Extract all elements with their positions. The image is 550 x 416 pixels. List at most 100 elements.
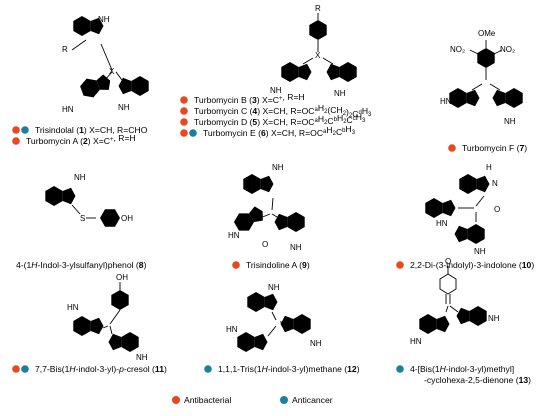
- legend-label-anticancer: Anticancer: [292, 395, 333, 405]
- caption-part: H: [326, 125, 332, 135]
- caption-part: ): [524, 143, 527, 153]
- compound-dot-anticancer: [21, 126, 29, 134]
- caption-part: 13: [519, 375, 529, 385]
- caption-script: d: [358, 110, 361, 116]
- compound-dot-antibacterial: [12, 126, 20, 134]
- compound-dot-antibacterial: [396, 261, 404, 269]
- compound-caption: 4-(1H-Indol-3-ylsulfanyl)phenol (8): [16, 260, 147, 270]
- caption-part: 1: [79, 125, 84, 135]
- atom-nh-11: NH: [136, 353, 148, 362]
- structure-12: [237, 292, 311, 352]
- caption-part: 12: [347, 364, 357, 374]
- caption-part: Turbomycin D (: [194, 117, 253, 127]
- atom-hn-7: HN: [440, 97, 452, 106]
- caption-part: C: [327, 116, 333, 126]
- caption-part: H: [31, 260, 38, 270]
- caption-part: 4-[Bis(1: [410, 364, 440, 374]
- compound-caption: Trisindolal (1) X=CH, R=CHO: [35, 125, 148, 135]
- caption-part: 7: [519, 143, 524, 153]
- caption-part: 4-(1: [16, 260, 32, 270]
- caption-part: Turbomycin B (: [194, 95, 252, 105]
- caption-part: C: [336, 127, 342, 137]
- compound-caption: Turbomycin A (2) X=C+, R=H: [26, 133, 136, 146]
- structure-turbomycin-b: [281, 13, 357, 82]
- caption-part: 3: [252, 95, 257, 105]
- caption-part: H: [346, 124, 352, 134]
- caption-part: Turbomycin F (: [462, 143, 520, 153]
- caption-part: 5: [252, 117, 257, 127]
- caption-script: +: [110, 137, 114, 143]
- atom-r-3: R: [315, 4, 321, 13]
- compound-dot-anticancer: [21, 365, 29, 373]
- atom-nh-3: NH: [270, 86, 282, 95]
- compound-caption: -cyclohexa-2,5-dienone (13): [424, 375, 531, 385]
- atom-hn-13: HN: [410, 337, 422, 346]
- atom-n-10: N: [492, 179, 498, 188]
- caption-part: 10: [522, 260, 532, 270]
- compound-caption: 2,2-Di-(3-indolyl)-3-indolone (10): [410, 260, 534, 270]
- caption-script: 2: [333, 131, 337, 137]
- caption-part: Turbomycin E (: [203, 128, 261, 138]
- atom-nh-1b: NH: [118, 103, 130, 112]
- compound-caption: 1,1,1-Tris(1H-indol-3-yl)methane (12): [218, 364, 360, 374]
- atom-x-3: X: [315, 51, 321, 60]
- structure-11: [73, 282, 139, 352]
- caption-part: C: [352, 109, 358, 119]
- legend: Antibacterial Anticancer: [172, 395, 333, 405]
- caption-part: -indol-3-yl)-: [76, 364, 120, 374]
- caption-part: ) X=C: [257, 95, 279, 105]
- caption-part: H: [318, 114, 324, 124]
- structure-9: [231, 174, 305, 236]
- caption-script: 3: [352, 130, 356, 136]
- caption-part: H: [362, 106, 368, 116]
- compound-dot-antibacterial: [232, 261, 240, 269]
- caption-part: , R=H: [114, 133, 136, 143]
- atom-o-13: O: [445, 257, 451, 266]
- caption-script: a: [315, 107, 319, 113]
- atom-no2-7b: NO₂: [500, 45, 515, 54]
- atom-nh-7: NH: [504, 117, 516, 126]
- caption-script: 2: [324, 120, 328, 126]
- caption-part: H: [69, 364, 76, 374]
- caption-part: Trisindoline A (: [246, 260, 302, 270]
- atom-oh-8: OH: [121, 214, 133, 223]
- caption-part: -cresol (: [124, 364, 155, 374]
- atom-nh-13: NH: [488, 314, 500, 323]
- atom-s-8: S: [80, 214, 85, 223]
- atom-hn-12: HN: [226, 325, 238, 334]
- caption-script: a: [315, 118, 319, 124]
- compound-caption: 4-[Bis(1H-indol-3-yl)methyl]: [410, 364, 514, 374]
- legend-label-antibacterial: Antibacterial: [184, 395, 231, 405]
- atom-nh-9: NH: [272, 163, 284, 172]
- caption-part: ) X=CH, R=OC: [257, 117, 314, 127]
- caption-script: b: [334, 117, 338, 123]
- caption-script: 2: [343, 119, 347, 125]
- atom-o-9: O: [262, 240, 268, 249]
- caption-part: ) X=CH, R=OC: [257, 106, 314, 116]
- caption-part: 2: [83, 136, 88, 146]
- compound-dot-antibacterial: [180, 107, 188, 115]
- caption-part: 8: [139, 260, 144, 270]
- compound-dot-antibacterial: [12, 365, 20, 373]
- caption-part: 11: [155, 364, 164, 374]
- structure-10: [425, 174, 490, 244]
- atom-hn-10: HN: [436, 219, 448, 228]
- caption-part: Turbomycin C (: [194, 106, 253, 116]
- caption-script: a: [323, 129, 327, 135]
- compound-caption: Turbomycin E (6) X=CH, R=OCaH2CbH3: [203, 124, 356, 138]
- legend-dot-anticancer: [280, 396, 288, 404]
- caption-script: 2: [349, 113, 353, 119]
- compound-caption: Turbomycin B (3) X=C+, R=H: [194, 92, 305, 105]
- atom-r-1: R: [62, 45, 68, 54]
- compound-dot-antibacterial: [180, 96, 188, 104]
- compound-caption: Turbomycin F (7): [462, 143, 527, 153]
- caption-script: 3: [362, 118, 366, 124]
- atom-nh-12b: NH: [310, 339, 322, 348]
- caption-part: 1,1,1-Tris(1: [218, 364, 262, 374]
- structure-trisindolal: [71, 16, 149, 101]
- structure-13: [419, 266, 487, 334]
- caption-part: ): [307, 260, 310, 270]
- caption-part: 9: [302, 260, 307, 270]
- atom-nh-1: NH: [98, 15, 110, 24]
